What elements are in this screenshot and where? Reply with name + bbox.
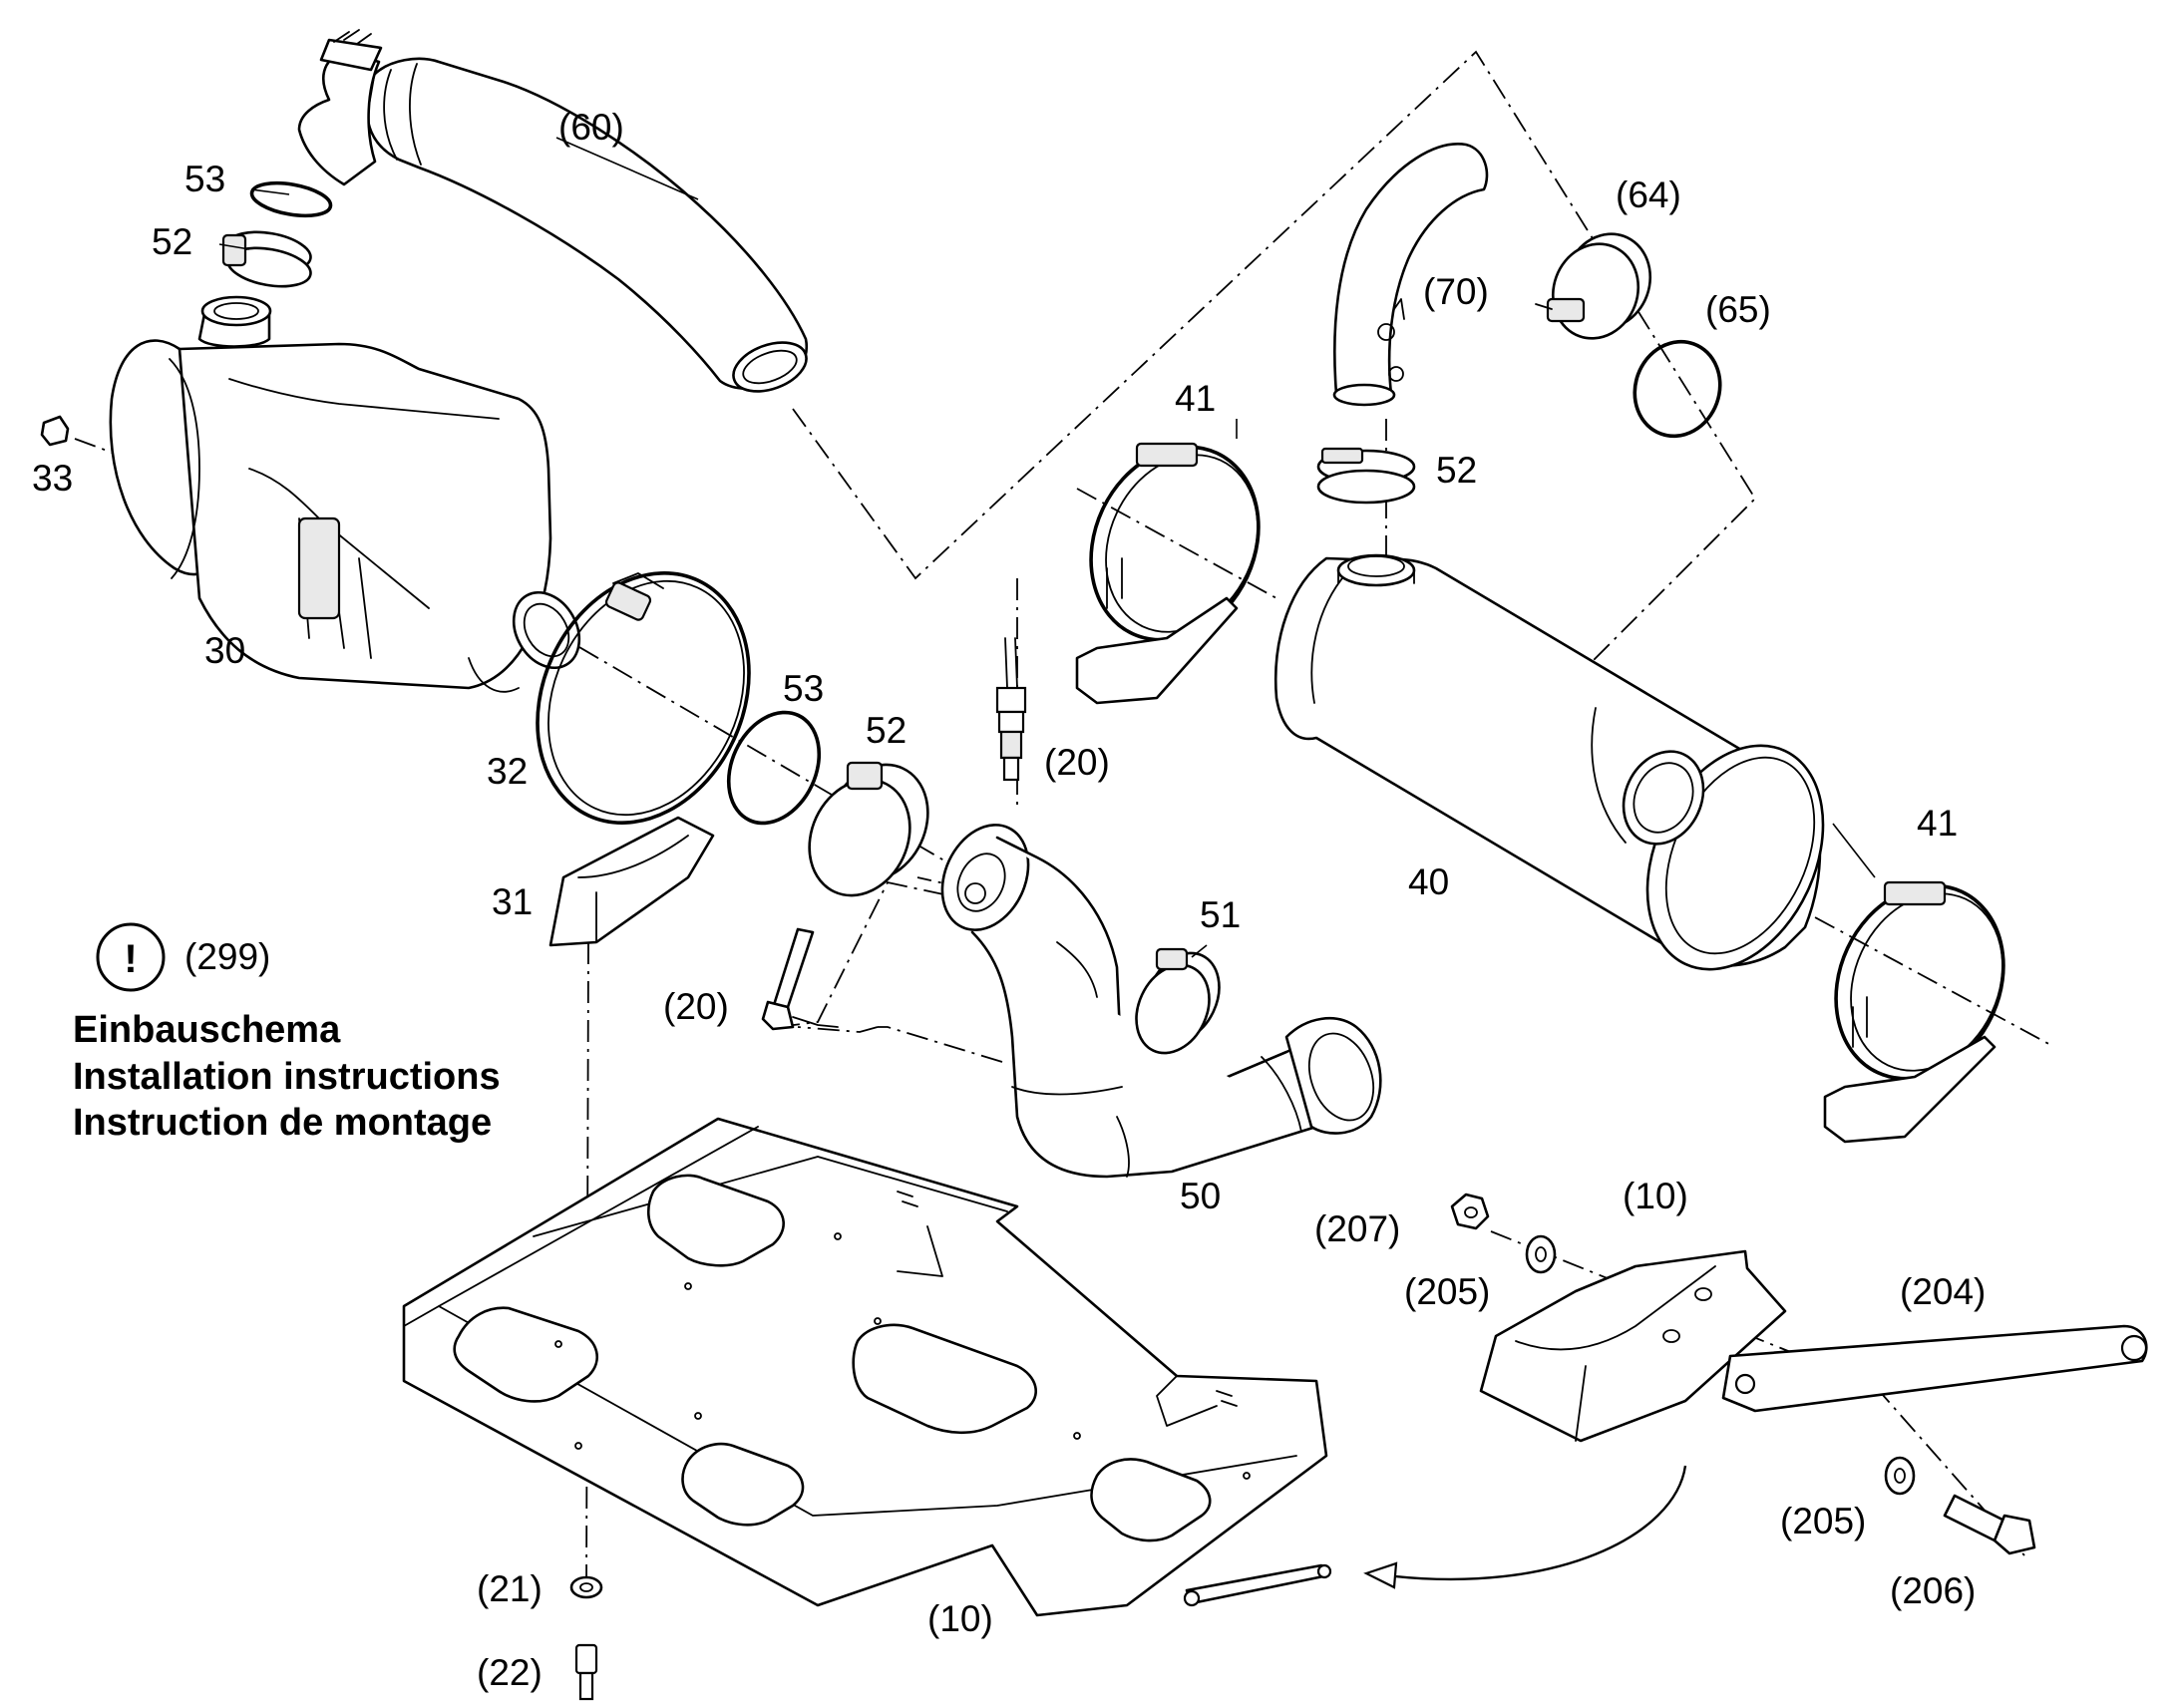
- callout-33: 33: [32, 458, 73, 499]
- callout-52-middle: 52: [866, 710, 907, 751]
- callout-53-upper: 53: [184, 159, 225, 199]
- washer-21: [569, 1575, 603, 1599]
- callout-10-detail: (10): [1623, 1176, 1688, 1216]
- callout-65: (65): [1705, 289, 1771, 330]
- v-clamp-52-middle: [808, 761, 929, 897]
- callout-41-left: 41: [1175, 378, 1216, 419]
- installation-caption: Einbauschema Installation instructions I…: [73, 1009, 501, 1144]
- callout-51: 51: [1200, 894, 1241, 935]
- callout-70: (70): [1423, 271, 1489, 312]
- callout-10-frame: (10): [927, 1598, 993, 1639]
- inlet-pipe-60: [297, 29, 809, 393]
- tail-pipe-70: [1332, 143, 1489, 407]
- catalyst-unit-30: [109, 295, 581, 693]
- plug-33: [40, 415, 70, 447]
- callout-50: 50: [1180, 1176, 1221, 1216]
- callout-205-lower: (205): [1780, 1501, 1866, 1541]
- callout-204: (204): [1900, 1271, 1986, 1312]
- callout-53-middle: 53: [783, 668, 824, 709]
- callout-21: (21): [477, 1568, 543, 1609]
- seal-ring-53-middle: [726, 710, 822, 826]
- detail-bracket-10: [1479, 1249, 1787, 1443]
- mounting-frame-10: [402, 1117, 1328, 1617]
- clamp-64: [1535, 232, 1652, 340]
- callout-64: (64): [1616, 174, 1681, 215]
- bracket-clamp-41-right: [1823, 880, 2005, 1144]
- callout-30: 30: [204, 630, 245, 671]
- callout-31: 31: [492, 881, 533, 922]
- callout-labels: (60) 53 52 33 30 32 31 53 52 (20) (20) (…: [32, 107, 1986, 1693]
- band-clamp-32: [536, 571, 751, 825]
- seal-ring-65: [1633, 339, 1722, 439]
- callout-60: (60): [558, 107, 624, 148]
- callout-205-upper: (205): [1404, 1271, 1490, 1312]
- detail-nut-207: [1450, 1193, 1490, 1230]
- detail-washer-205-lower: [1884, 1456, 1916, 1496]
- sensor-20-lower: [761, 927, 839, 1031]
- callout-207: (207): [1314, 1208, 1400, 1249]
- leader-lines: [218, 137, 1876, 958]
- notice-glyph: !: [124, 937, 137, 981]
- muffler-40: [1273, 553, 1825, 971]
- clamp-52-upper: [221, 230, 312, 288]
- callout-206: (206): [1890, 1570, 1976, 1611]
- bolt-22: [574, 1643, 598, 1701]
- bracket-clamp-41-left: [1075, 442, 1261, 705]
- detail-bolt-206: [1943, 1494, 2036, 1555]
- callout-32: 32: [487, 751, 528, 792]
- caption-french: Instruction de montage: [73, 1102, 492, 1144]
- seal-ring-53-upper: [249, 180, 333, 218]
- callout-299: (299): [184, 936, 270, 977]
- detail-bar-204: [1721, 1324, 2148, 1413]
- caption-english: Installation instructions: [73, 1056, 501, 1098]
- sensor-20-upper: [995, 637, 1027, 782]
- strap-under-frame: [1183, 1563, 1332, 1607]
- callout-22: (22): [477, 1652, 543, 1693]
- detail-washer-205-upper: [1525, 1234, 1557, 1274]
- callout-20-lower: (20): [663, 986, 729, 1027]
- callout-20-upper: (20): [1044, 742, 1110, 783]
- heat-shield-31: [548, 816, 715, 947]
- exclamation-circle-icon: !: [96, 922, 166, 992]
- callout-40: 40: [1408, 861, 1449, 902]
- caption-german: Einbauschema: [73, 1009, 341, 1051]
- clamp-51: [1135, 947, 1221, 1055]
- callout-41-right: 41: [1917, 803, 1958, 844]
- callout-52-upper: 52: [152, 221, 192, 262]
- v-clamp-52-right: [1316, 447, 1416, 505]
- callout-52-right: 52: [1436, 450, 1477, 491]
- detail-arrow: [1363, 1465, 1687, 1589]
